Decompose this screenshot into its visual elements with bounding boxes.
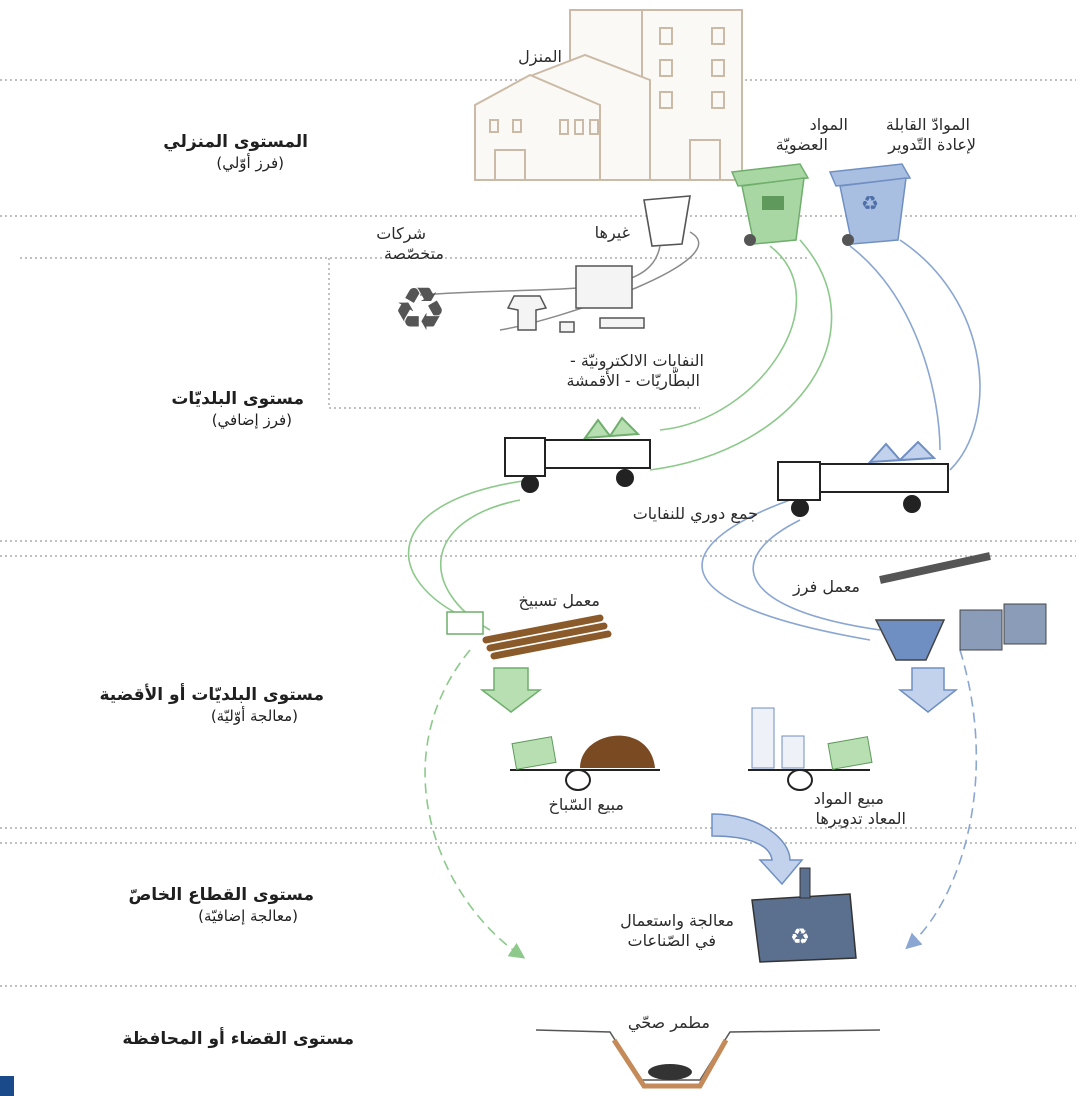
- compost-plant-label: معمل تسبيخ: [518, 591, 600, 610]
- compost-down-arrow: [479, 667, 543, 713]
- level-dividers: [0, 79, 1076, 987]
- collection-label: جمع دوري للنفايات: [632, 504, 758, 523]
- ewaste-items-icon: [506, 265, 645, 333]
- companies-label-line1: شركات: [376, 224, 426, 243]
- level-governorate-title: مستوى القضاء أو المحافظة: [122, 1029, 354, 1049]
- recycled-sale-label-line1: مبيع المواد: [813, 789, 884, 808]
- svg-text:♻: ♻: [393, 275, 447, 345]
- level-municipal-title: مستوى البلديّات: [171, 389, 304, 409]
- recycled-sale-scale-icon: [748, 707, 873, 791]
- companies-recycle-icon: ♻: [393, 275, 447, 345]
- industry-label-line1: معالجة واستعمال: [620, 911, 734, 930]
- recycled-industry-arrow: [711, 813, 804, 886]
- svg-text:♻: ♻: [790, 925, 810, 950]
- level-district-subtitle: (معالجة أوّليّة): [210, 707, 298, 725]
- compost-sale-scale-icon: [510, 735, 660, 791]
- organic-bin-icon: [730, 163, 810, 246]
- sorting-plant-label: معمل فرز: [793, 577, 860, 596]
- recycle-bin-icon: ♻: [828, 163, 912, 246]
- organic-label-line2: العضويّة: [775, 135, 828, 154]
- companies-label-line2: متخصّصة: [383, 244, 444, 263]
- level-household-title: المستوى المنزلي: [163, 132, 308, 152]
- recyclable-label-line1: الموادّ القابلة: [885, 115, 970, 134]
- other-label: غيرها: [594, 223, 630, 242]
- level-private-title: مستوى القطاع الخاصّ: [128, 885, 314, 905]
- other-waste-flow: [419, 231, 700, 331]
- sorting-down-arrow: [897, 667, 959, 713]
- ewaste-label-line1: النفايات الالكترونيّة -: [570, 351, 704, 370]
- brand-corner-mark: [0, 1076, 14, 1096]
- level-municipal-subtitle: (فرز إضافي): [211, 411, 292, 429]
- recyclable-label-line2: لإعادة التّدوير: [888, 135, 976, 154]
- sorting-plant-icon: [874, 552, 1047, 661]
- organic-flow: [407, 239, 833, 959]
- landfill-icon: [535, 1029, 881, 1089]
- ewaste-label-line2: البطّاريّات - الأقمشة: [566, 371, 700, 390]
- recyclable-flow: [701, 239, 981, 950]
- compost-sale-label: مبيع السّباخ: [548, 795, 624, 814]
- house-label: المنزل: [518, 47, 562, 66]
- ewaste-bracket: [20, 257, 810, 409]
- svg-text:♻: ♻: [861, 191, 879, 215]
- other-bin-icon: [643, 195, 691, 247]
- organic-truck-icon: [504, 416, 651, 493]
- recycled-sale-label-line2: المعاد تدويرها: [815, 809, 906, 828]
- house-illustration: [474, 9, 743, 181]
- level-household-subtitle: (فرز أوّلي): [216, 154, 284, 172]
- recycle-truck-icon: [777, 440, 949, 517]
- industry-label-line2: في الصّناعات: [627, 931, 716, 950]
- landfill-label: مطمر صحّي: [627, 1013, 710, 1032]
- compost-plant-icon: [446, 611, 612, 660]
- level-district-title: مستوى البلديّات أو الأقضية: [99, 685, 324, 705]
- level-private-subtitle: (معالجة إضافيّة): [198, 907, 298, 925]
- industry-factory-icon: ♻: [751, 867, 857, 963]
- organic-label-line1: المواد: [809, 115, 848, 134]
